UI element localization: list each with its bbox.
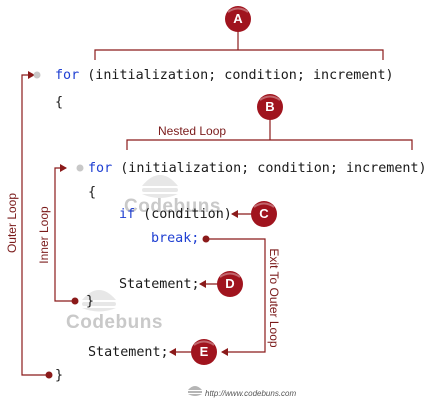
outer-for-rest: (initialization; condition; increment) (79, 68, 394, 83)
badge-d-label: D (225, 276, 235, 291)
inner-statement: Statement; (119, 277, 200, 292)
badge-b (257, 94, 283, 120)
badge-b-label: B (265, 99, 275, 114)
if-rest: (condition) (135, 207, 232, 222)
outer-statement: Statement; (88, 345, 169, 360)
badge-a-label: A (233, 11, 243, 26)
inner-for-keyword: for (88, 161, 113, 176)
badge-e-label: E (199, 344, 209, 359)
inner-close-brace: } (86, 294, 95, 309)
badge-c (251, 201, 277, 227)
badge-d (217, 271, 243, 297)
if-keyword: if (119, 207, 136, 222)
inner-for-line: for (initialization; condition; incremen… (88, 162, 427, 175)
badge-e (191, 339, 217, 365)
if-line: if (condition) (119, 208, 232, 221)
outer-loop-end-dot (45, 371, 53, 379)
bracket-a (94, 49, 384, 60)
outer-open-brace: { (55, 95, 64, 110)
watermark-text-top: Codebuns (124, 196, 221, 217)
outer-for-line: for (initialization; condition; incremen… (55, 69, 394, 82)
exit-to-outer-loop-line (208, 238, 266, 356)
badge-a (225, 6, 251, 32)
inner-open-brace: { (88, 185, 97, 200)
watermark-burger-icon-bottom (82, 290, 116, 312)
watermark-burger-icon-top (142, 175, 178, 198)
break-statement: break; (151, 231, 200, 246)
bracket-b (126, 139, 413, 150)
footer-url: http://www.codebuns.com (205, 389, 297, 398)
inner-loop-line (54, 164, 74, 302)
codebuns-logo-icon (188, 386, 202, 396)
outer-loop-line (21, 71, 47, 376)
outer-close-brace: } (55, 368, 64, 383)
watermark-text-bottom: Codebuns (66, 312, 163, 333)
outer-for-keyword: for (55, 68, 80, 83)
exit-to-outer-loop-label: Exit To Outer Loop (267, 248, 281, 348)
inner-loop-start-dot (76, 164, 84, 172)
outer-loop-label: Outer Loop (5, 192, 19, 254)
badge-c-label: C (259, 206, 269, 221)
nested-loop-label: Nested Loop (158, 124, 227, 138)
inner-loop-label: Inner Loop (37, 206, 51, 264)
outer-loop-start-dot (33, 71, 41, 79)
inner-loop-end-dot (71, 297, 79, 305)
inner-for-rest: (initialization; condition; increment) (112, 161, 427, 176)
break-dot (202, 235, 210, 243)
